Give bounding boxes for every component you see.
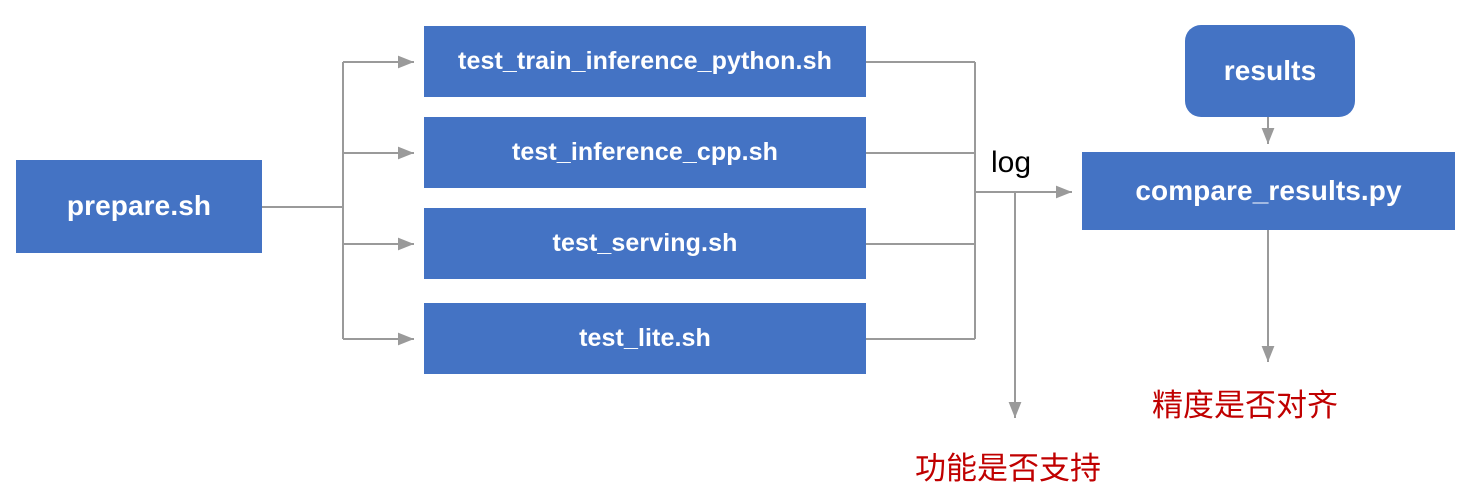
node-test-serving-sh[interactable]: test_serving.sh [424,208,866,279]
node-prepare-sh[interactable]: prepare.sh [16,160,262,253]
node-results[interactable]: results [1185,25,1355,117]
node-test-inference-cpp-sh[interactable]: test_inference_cpp.sh [424,117,866,188]
edge-label-log: log [991,146,1032,179]
node-compare-results-py[interactable]: compare_results.py [1082,152,1455,230]
node-test-train-inference-python-sh[interactable]: test_train_inference_python.sh [424,26,866,97]
node-test-lite-sh[interactable]: test_lite.sh [424,303,866,374]
edge-prepare-to-trunk [262,62,344,339]
note-precision-aligned: 精度是否对齐 [1152,388,1338,423]
note-function-supported: 功能是否支持 [915,451,1101,486]
